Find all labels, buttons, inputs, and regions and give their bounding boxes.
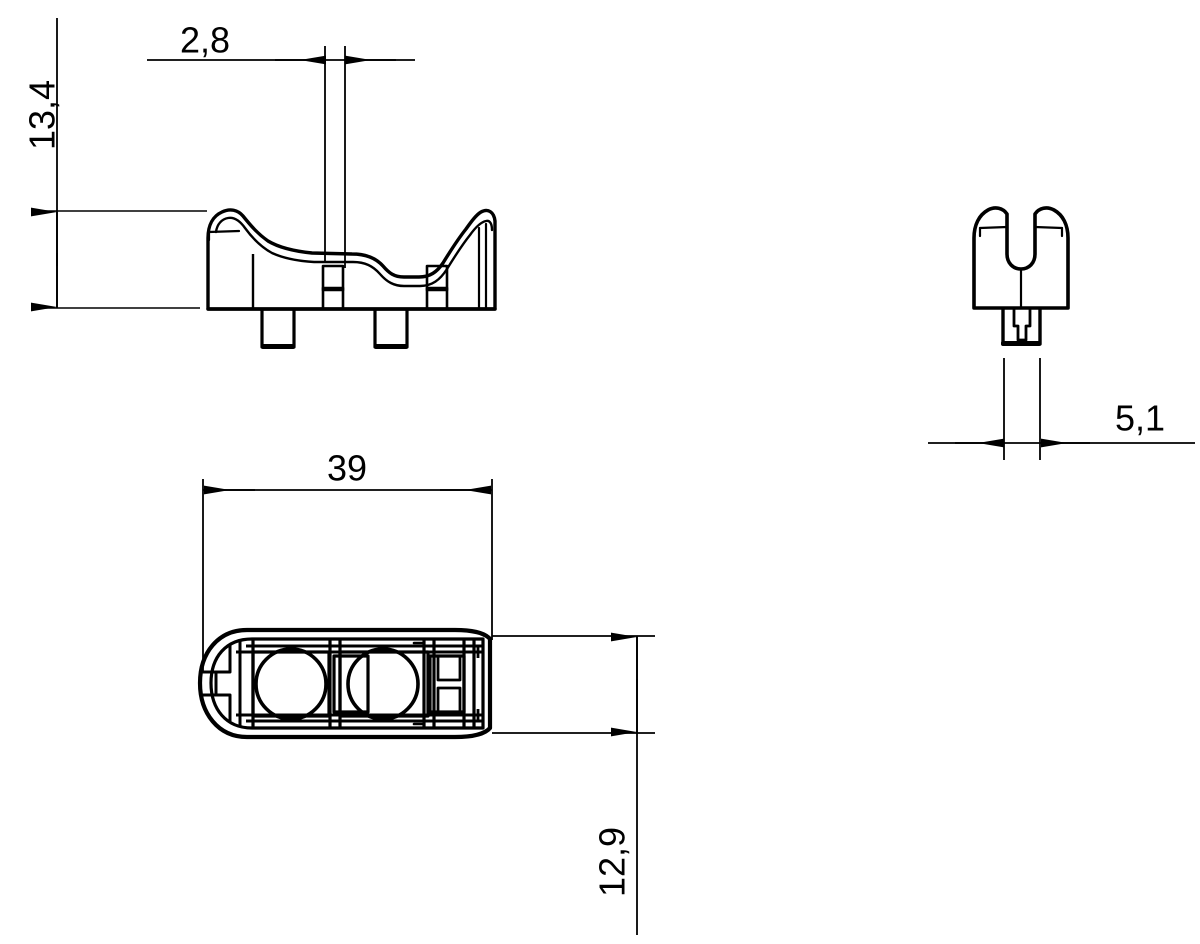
side-view bbox=[972, 206, 1070, 346]
plan-view-right-end-detail bbox=[436, 644, 480, 723]
plan-view-boss-circles bbox=[254, 647, 420, 721]
side-view-pin-slot bbox=[1012, 309, 1032, 342]
front-view-left-shoulder-line bbox=[207, 229, 241, 242]
dimension-label-39: 39 bbox=[327, 448, 367, 489]
side-view-body-outline bbox=[972, 206, 1070, 310]
plan-view-boss-left bbox=[254, 647, 328, 721]
plan-view-outer-outline bbox=[197, 627, 493, 740]
dimension-label-5-1: 5,1 bbox=[1115, 398, 1165, 439]
dimension-width-5-1: 5,1 bbox=[928, 358, 1195, 460]
front-view-mounting-pin-left bbox=[260, 309, 296, 349]
front-view-right-shoulder-line bbox=[477, 222, 488, 311]
dimension-label-13-4: 13,4 bbox=[22, 80, 63, 150]
dimension-length-39: 39 bbox=[202, 448, 493, 672]
dimension-width-2-8: 2,8 bbox=[147, 20, 415, 268]
side-view-inner-profile bbox=[978, 225, 1064, 238]
front-view-mounting-pin-left-tip bbox=[261, 344, 295, 349]
plan-view bbox=[197, 627, 493, 740]
front-view-mounting-pin-right bbox=[373, 309, 409, 349]
front-view-body-outline bbox=[206, 208, 497, 311]
front-view bbox=[206, 208, 497, 349]
plan-view-corner-marks bbox=[412, 641, 424, 726]
front-view-mounting-pin-right-tip bbox=[374, 344, 408, 349]
front-view-inner-profile bbox=[214, 216, 494, 288]
plan-view-left-nose-detail bbox=[201, 639, 242, 728]
front-view-internal-tab-left bbox=[321, 264, 345, 311]
dimension-height-13-4: 13,4 bbox=[22, 18, 207, 312]
side-view-pin-block-tip bbox=[1001, 341, 1041, 346]
plan-view-vertical-ribs bbox=[251, 640, 476, 727]
front-view-internal-tab-right bbox=[425, 264, 449, 311]
plan-view-pockets bbox=[251, 650, 466, 718]
plan-view-boss-right bbox=[346, 647, 420, 721]
dimension-width-12-9: 12,9 bbox=[492, 632, 655, 935]
dimension-label-12-9: 12,9 bbox=[592, 827, 633, 897]
dimension-label-2-8: 2,8 bbox=[180, 20, 230, 61]
